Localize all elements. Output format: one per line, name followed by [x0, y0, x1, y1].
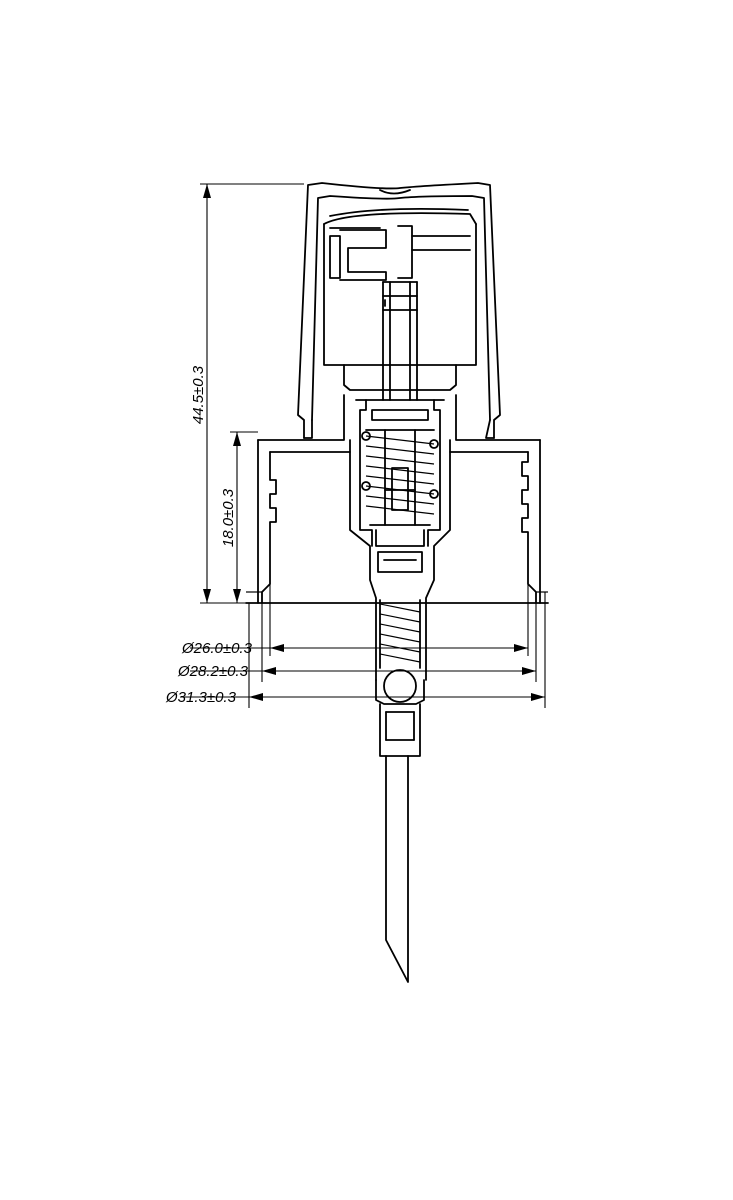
dimension-closure-height: [200, 431, 258, 604]
actuator-head: [297, 182, 501, 439]
pump-stem: [382, 281, 418, 401]
label-diameter-inner: Ø26.0±0.3: [181, 640, 253, 657]
dip-tube: [385, 755, 409, 983]
dimension-total-height: [200, 183, 304, 603]
dimension-diameter-outer: [180, 693, 545, 701]
dimension-diameter-inner: [190, 644, 528, 652]
label-total-height: 44.5±0.3: [190, 365, 207, 424]
label-diameter-outer: Ø31.3±0.3: [165, 689, 237, 706]
pump-body: [355, 399, 445, 757]
label-closure-height: 18.0±0.3: [220, 488, 237, 547]
diameter-extension-lines: [248, 584, 546, 708]
label-diameter-mid: Ø28.2±0.3: [177, 663, 249, 680]
closure-cap: [245, 394, 549, 681]
dimension-diameter-mid: [190, 667, 536, 675]
